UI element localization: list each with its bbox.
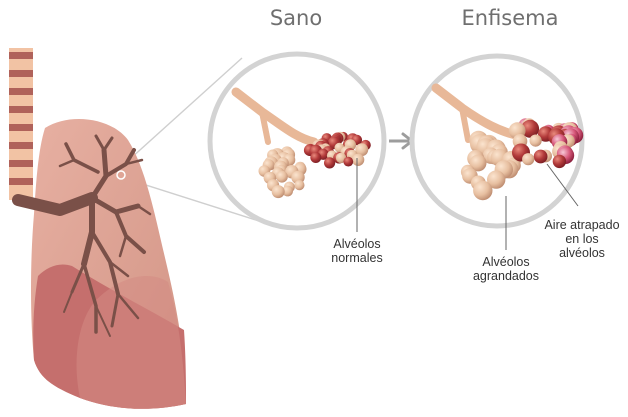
alveolus — [343, 157, 353, 167]
emphysema-circle — [412, 56, 583, 226]
label-trapped-air: Aire atrapado en los alvéolos — [538, 218, 626, 260]
transition-arrow — [389, 134, 412, 148]
label-trapped-air-line-1: Aire atrapado — [538, 218, 626, 232]
alveolus — [352, 154, 364, 166]
label-enlarged-alveoli-line-1: Alvéolos — [466, 255, 546, 269]
label-normal-alveoli-line-2: normales — [318, 251, 396, 265]
alveolus — [473, 181, 492, 200]
trachea — [9, 48, 33, 200]
alveolus — [530, 135, 542, 147]
label-normal-alveoli-line-1: Alvéolos — [318, 237, 396, 251]
label-enlarged-alveoli-line-2: agrandados — [466, 269, 546, 283]
healthy-circle — [210, 54, 384, 228]
label-trapped-air-line-2: en los — [538, 232, 626, 246]
alveolus — [294, 180, 304, 190]
alveolus — [534, 150, 548, 164]
label-enlarged-alveoli: Alvéolos agrandados — [466, 255, 546, 283]
alveolus — [553, 155, 566, 168]
alveolus — [310, 152, 321, 163]
alveolus — [272, 185, 285, 198]
label-trapped-air-line-3: alvéolos — [538, 246, 626, 260]
label-normal-alveoli: Alvéolos normales — [318, 237, 396, 265]
alveolus — [324, 157, 335, 168]
alveolus — [276, 171, 288, 183]
alveolus — [522, 153, 534, 165]
